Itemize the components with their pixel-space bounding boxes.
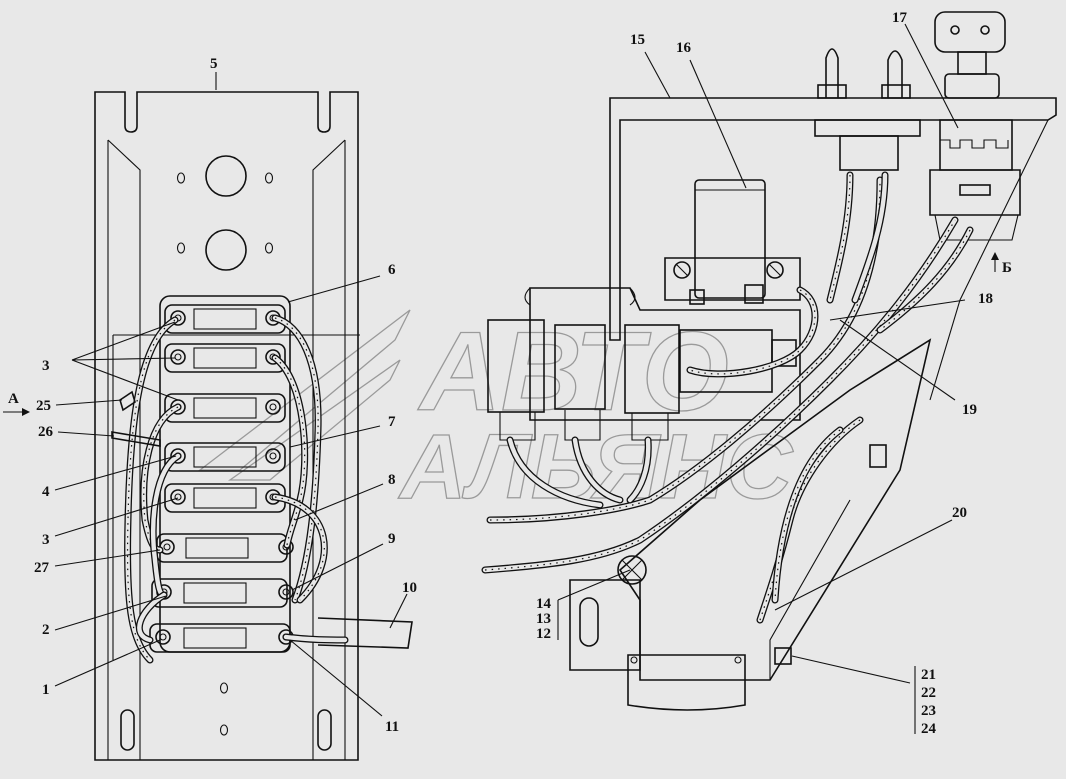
view-a-label: А (8, 391, 19, 407)
callout-20: 20 (952, 505, 967, 521)
ignition-switch (929, 11, 1021, 241)
callout-13: 13 (536, 611, 551, 627)
key-head-icon (934, 11, 1006, 53)
view-b-arrow: Б (991, 252, 1012, 276)
plate-hole-large (205, 155, 247, 197)
fuse-row (156, 533, 294, 563)
plate-hole (264, 172, 274, 184)
switch-body (814, 119, 921, 137)
fuse-row (149, 623, 294, 653)
callout-27: 27 (34, 560, 50, 576)
callout-3: 3 (42, 358, 50, 374)
plate-hole (176, 242, 186, 254)
fuse-row (164, 442, 286, 472)
toggle-switch (887, 50, 903, 98)
switch-assembly: Б (481, 11, 1057, 711)
watermark-swoosh (198, 309, 411, 481)
relay-block (487, 287, 801, 441)
bracket-edge (769, 499, 851, 680)
callout-18: 18 (978, 291, 993, 307)
panel-edge (929, 119, 1049, 401)
callout-14: 14 (536, 596, 552, 612)
plate-hole (219, 724, 229, 736)
view-b-label: Б (1002, 260, 1012, 276)
relay (664, 179, 801, 305)
wire-harness (481, 171, 974, 624)
plate-hole (176, 172, 186, 184)
bolt-21 (774, 647, 792, 665)
plate-slot (317, 709, 332, 751)
callout-25: 25 (36, 398, 51, 414)
base-plate (569, 579, 641, 671)
column-bracket (618, 338, 932, 681)
callout-19: 19 (962, 402, 977, 418)
fuse-panel (94, 91, 413, 761)
callout-6: 6 (388, 262, 396, 278)
callout-9: 9 (388, 531, 396, 547)
fuse-row (164, 304, 286, 334)
toggle-switch (825, 48, 839, 98)
fuse-row (164, 483, 286, 513)
callout-16: 16 (676, 40, 692, 56)
callout-7: 7 (388, 414, 396, 430)
plate-slot (120, 709, 135, 751)
callout-17: 17 (892, 10, 908, 26)
toggle-base (817, 84, 847, 99)
plate-flange (107, 139, 346, 760)
plate-hole (219, 682, 229, 694)
fuse-row (151, 578, 294, 608)
callout-21: 21 (921, 667, 936, 683)
callout-1: 1 (42, 682, 50, 698)
connector-block (487, 319, 545, 413)
side-bracket (112, 334, 360, 660)
switch-body (839, 135, 899, 171)
bottom-cover (627, 654, 746, 711)
connector-block (624, 324, 680, 414)
connector-block (554, 324, 606, 410)
view-a-arrow: А (3, 391, 30, 416)
mounting-plate (94, 91, 359, 761)
watermark: АВТО АЛЬЯНС (198, 308, 795, 519)
callout-12: 12 (536, 626, 551, 642)
callout-23: 23 (921, 703, 936, 719)
callout-labels: 5 6 3 25 26 7 4 8 3 9 27 10 2 1 11 14 13… (34, 10, 993, 737)
callout-8: 8 (388, 472, 396, 488)
callout-24: 24 (921, 721, 937, 737)
callout-22: 22 (921, 685, 936, 701)
callout-26: 26 (38, 424, 54, 440)
callout-4: 4 (42, 484, 50, 500)
callout-10: 10 (402, 580, 417, 596)
callout-11: 11 (385, 719, 399, 735)
callout-15: 15 (630, 32, 645, 48)
nut (869, 444, 887, 468)
part-25 (119, 390, 136, 412)
fuse-row (164, 343, 286, 373)
callout-5: 5 (210, 56, 218, 72)
leader-lines (54, 23, 966, 734)
bolt (617, 555, 647, 585)
toggle-base (881, 84, 911, 99)
callout-3-lower: 3 (42, 532, 50, 548)
plate-hole (264, 242, 274, 254)
callout-2: 2 (42, 622, 50, 638)
plate-hole-large (205, 229, 247, 271)
cable-10 (317, 617, 413, 649)
fuse-wires (124, 314, 349, 664)
fuse-row (164, 393, 286, 423)
